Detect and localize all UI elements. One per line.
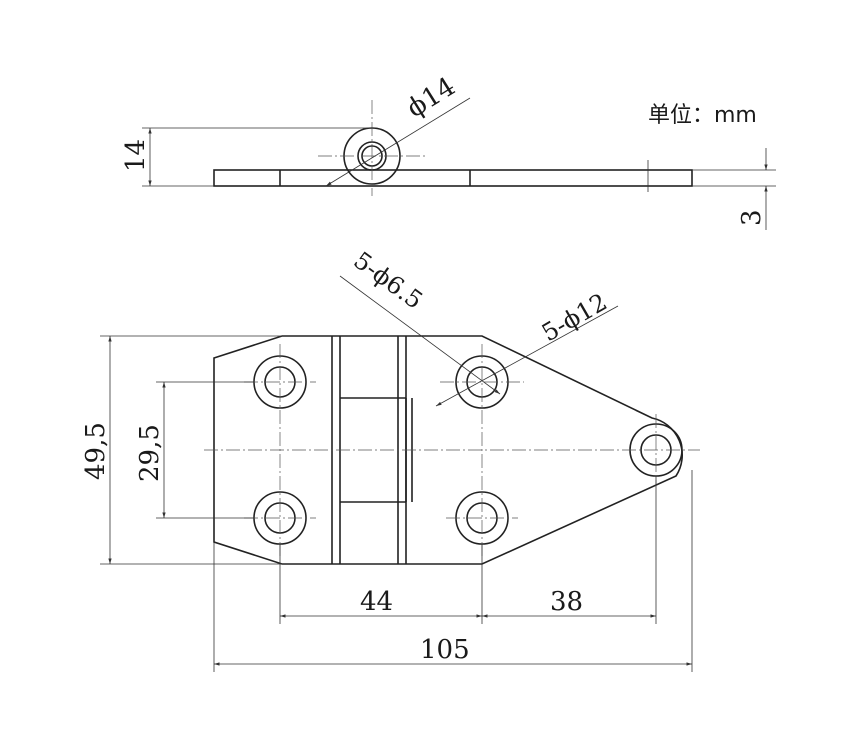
front-view: 5-ϕ6.5 5-ϕ12 49,5 29,5 44 38 105 — [81, 246, 700, 672]
hole-spacing-vertical-label: 29,5 — [135, 424, 165, 482]
side-view: ϕ14 14 3 — [121, 72, 776, 230]
small-holes-label: 5-ϕ6.5 — [348, 246, 427, 314]
pin-diameter-label: ϕ14 — [402, 72, 461, 124]
side-plate — [213, 169, 693, 187]
overall-length-label: 105 — [420, 635, 470, 665]
unit-label: 单位：mm — [648, 103, 757, 128]
hole-spacing-38-label: 38 — [550, 587, 583, 617]
large-holes-label: 5-ϕ12 — [537, 288, 612, 347]
overall-height-label: 49,5 — [81, 422, 111, 480]
thickness-label: 3 — [737, 209, 767, 226]
hinge-outline — [213, 335, 683, 565]
hole-spacing-44-label: 44 — [360, 587, 393, 617]
side-height-label: 14 — [121, 139, 151, 172]
